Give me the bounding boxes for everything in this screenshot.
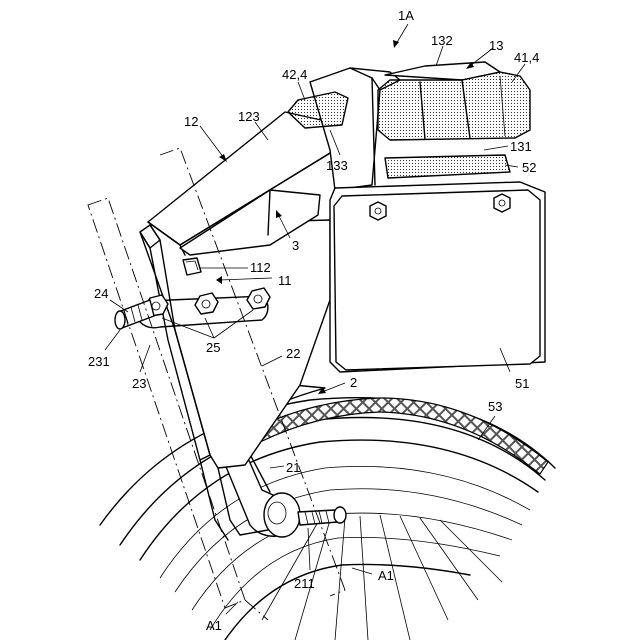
label-A1-bottom: A1: [206, 618, 222, 633]
label-3: 3: [292, 238, 299, 253]
label-23: 23: [132, 376, 146, 391]
label-A1-right: A1: [378, 568, 394, 583]
label-53: 53: [488, 399, 502, 414]
label-12: 12: [184, 114, 198, 129]
label-22: 22: [286, 346, 300, 361]
label-52: 52: [522, 160, 536, 175]
label-21: 21: [286, 460, 300, 475]
label-211: 211: [294, 576, 315, 591]
label-112: 112: [250, 260, 271, 275]
label-132: 132: [431, 33, 453, 48]
mounting-holes-11: [183, 258, 201, 275]
license-plate-51: [334, 190, 540, 370]
label-131: 131: [510, 139, 532, 154]
axle-bolt-211: [298, 507, 346, 525]
reflector-52: [385, 155, 510, 178]
label-133: 133: [326, 158, 348, 173]
label-25: 25: [206, 340, 220, 355]
rear-lamp-13: [378, 62, 530, 140]
label-231: 231: [88, 354, 110, 369]
label-11: 11: [278, 273, 292, 288]
label-123: 123: [238, 109, 260, 124]
label-42-4: 42,4: [282, 67, 307, 82]
label-2: 2: [350, 375, 357, 390]
label-1A: 1A: [398, 8, 414, 23]
label-24: 24: [94, 286, 108, 301]
label-41-4: 41,4: [514, 50, 539, 65]
label-51: 51: [515, 376, 529, 391]
label-13: 13: [489, 38, 503, 53]
